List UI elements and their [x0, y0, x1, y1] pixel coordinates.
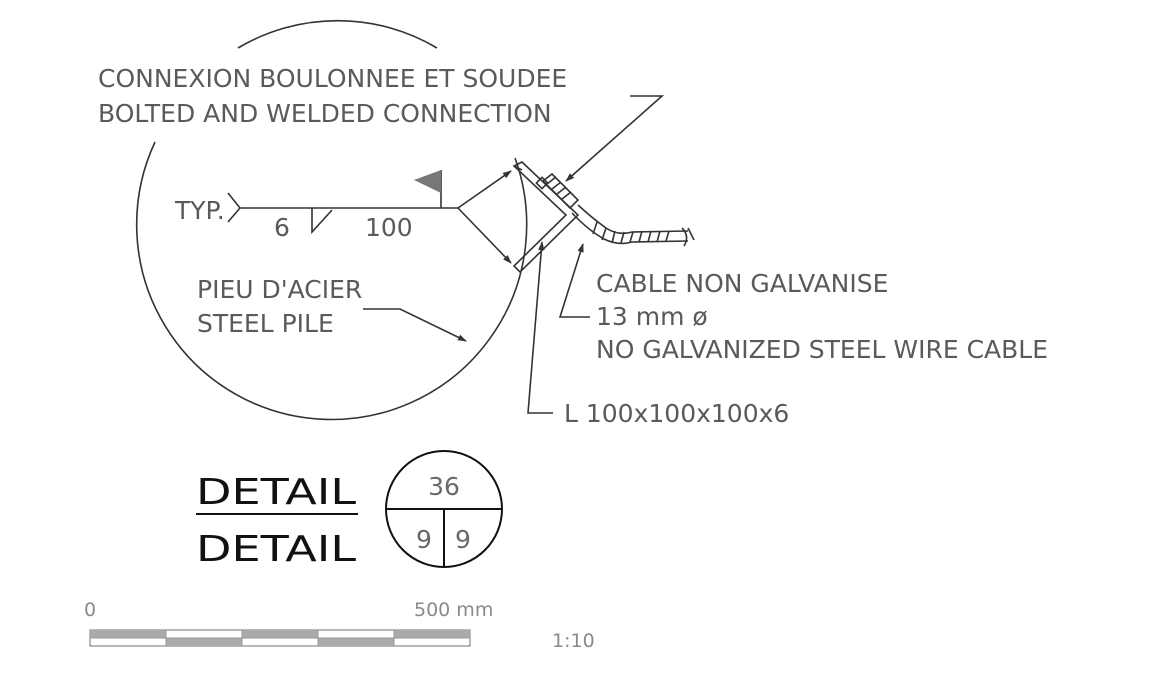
weld-size: 6 — [274, 213, 290, 242]
weld-tail — [227, 192, 242, 223]
weld-arrow-lower — [457, 207, 512, 264]
steel-pile-body-arc — [135, 141, 528, 421]
scale-bar — [89, 629, 471, 647]
weld-arrow-upper — [457, 170, 512, 209]
cable-leader — [558, 243, 590, 318]
scale-start-label: 0 — [84, 599, 96, 621]
cable-clip-bolt — [535, 172, 580, 210]
detail-sheet-to: 9 — [455, 525, 471, 554]
field-weld-flag — [414, 170, 441, 193]
steel-angle — [512, 161, 580, 274]
detail-title-fr: DETAIL — [196, 472, 356, 513]
cable-note-fr: CABLE NON GALVANISE — [596, 269, 888, 298]
weld-length: 100 — [365, 213, 413, 242]
scale-ratio: 1:10 — [552, 630, 595, 652]
cable-size: 13 mm ø — [596, 302, 708, 331]
scale-end-label: 500 mm — [414, 599, 493, 621]
steel-wire-cable — [571, 204, 695, 247]
angle-leader — [527, 241, 553, 414]
detail-title-en: DETAIL — [196, 529, 356, 570]
pile-note-en: STEEL PILE — [197, 309, 334, 338]
steel-pile-top-arc — [237, 19, 438, 49]
pile-note-fr: PIEU D'ACIER — [197, 275, 362, 304]
cable-note-en: NO GALVANIZED STEEL WIRE CABLE — [596, 335, 1048, 364]
angle-note: L 100x100x100x6 — [564, 399, 789, 428]
fillet-weld-symbol — [311, 208, 333, 235]
weld-typ-label: TYP. — [174, 196, 225, 225]
detail-sheet-from: 9 — [416, 525, 432, 554]
pile-leader — [363, 308, 467, 342]
connection-note-fr: CONNEXION BOULONNEE ET SOUDEE — [98, 64, 567, 93]
detail-number: 36 — [428, 472, 460, 501]
connection-note-en: BOLTED AND WELDED CONNECTION — [98, 99, 552, 128]
connection-leader — [565, 95, 665, 182]
